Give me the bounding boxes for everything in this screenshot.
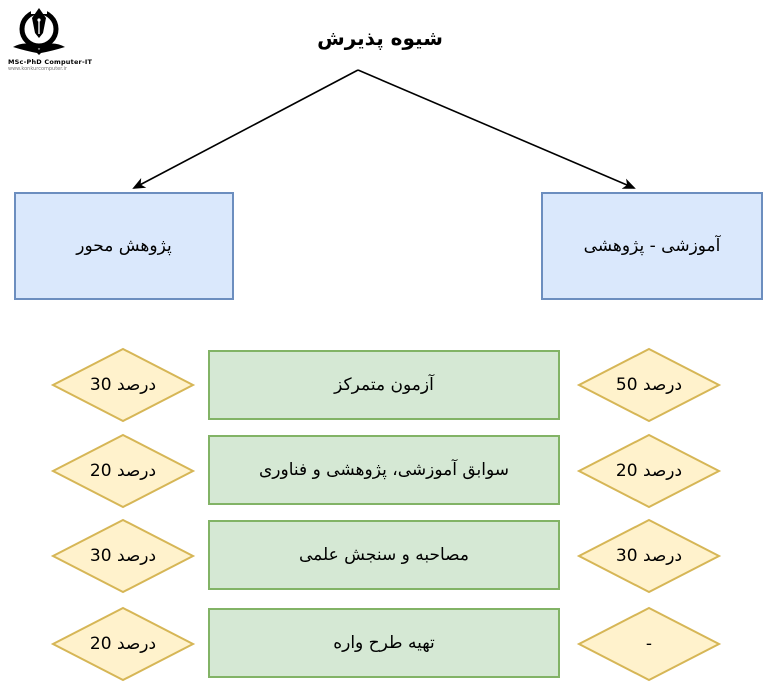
criterion-box-3: مصاحبه و سنجش علمی [208,520,560,590]
diagram-title: شیوه پذیرش [317,26,443,50]
criterion-label: مصاحبه و سنجش علمی [299,545,469,565]
percent-value: 20 درصد [615,461,683,481]
percent-diamond-right-4: - [576,606,722,682]
percent-diamond-left-4: 20 درصد [50,606,196,682]
percent-value: 50 درصد [615,375,683,395]
percent-diamond-right-3: 30 درصد [576,518,722,594]
percent-diamond-right-1: 50 درصد [576,347,722,423]
percent-value: 30 درصد [615,546,683,566]
criterion-box-2: سوابق آموزشی، پژوهشی و فناوری [208,435,560,505]
percent-diamond-left-3: 30 درصد [50,518,196,594]
percent-value: 30 درصد [89,546,157,566]
percent-diamond-left-1: 30 درصد [50,347,196,423]
criterion-label: آزمون متمرکز [334,375,434,395]
pen-book-logo-icon [13,5,65,55]
criterion-box-4: تهیه طرح واره [208,608,560,678]
logo-url: www.konkurcomputer.ir [8,66,67,72]
percent-value: 20 درصد [89,634,157,654]
branch-box-educational-research: آموزشی - پژوهشی [541,192,763,300]
percent-value: 30 درصد [89,375,157,395]
percent-diamond-right-2: 20 درصد [576,433,722,509]
logo: MSc-PhD Computer-IT www.konkurcomputer.i… [8,5,93,72]
percent-value: - [645,634,653,654]
logo-title: MSc-PhD Computer-IT [8,58,93,66]
percent-value: 20 درصد [89,461,157,481]
branch-box-research-based: پژوهش محور [14,192,234,300]
criterion-box-1: آزمون متمرکز [208,350,560,420]
percent-diamond-left-2: 20 درصد [50,433,196,509]
criterion-label: تهیه طرح واره [333,633,435,653]
branch-label: پژوهش محور [76,236,172,256]
arrow-to-research-based [132,69,359,189]
criterion-label: سوابق آموزشی، پژوهشی و فناوری [259,460,509,480]
arrow-to-educational-research [357,69,636,189]
branch-label: آموزشی - پژوهشی [583,236,721,256]
